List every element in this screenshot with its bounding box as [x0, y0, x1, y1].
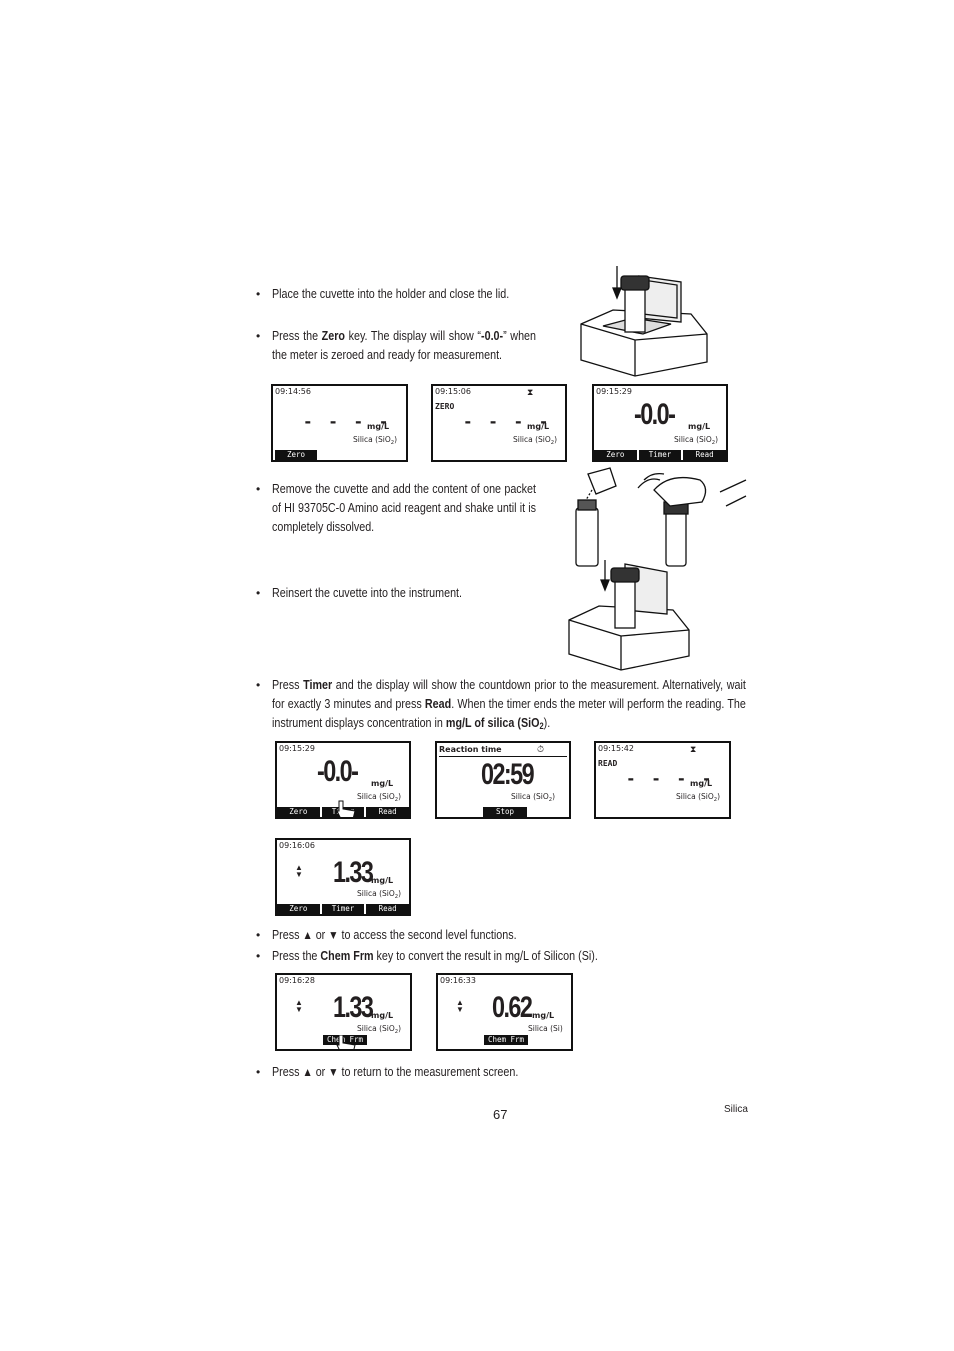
meter-reinsert-cuvette-illustration [568, 560, 690, 671]
zero-softkey[interactable]: Zero [277, 904, 320, 914]
step-reinsert-cuvette: Reinsert the cuvette into the instrument… [272, 586, 463, 600]
up-arrow-icon: ▲ [302, 1065, 313, 1079]
lcd-unit: mg/L [688, 422, 711, 431]
lcd-unit: mg/L [532, 1011, 555, 1020]
lcd-parameter: Silica (Si) [528, 1024, 563, 1033]
lcd-dashes: - - - - [463, 412, 552, 431]
lcd-time: 09:16:06 [279, 841, 315, 850]
lcd-unit: mg/L [690, 779, 713, 788]
lcd-parameter: Silica (SiO2) [513, 435, 558, 446]
lcd-time: 09:16:28 [279, 976, 315, 985]
bullet: • [256, 949, 261, 963]
lcd-display-9: 09:16:33 ▲▼ 0.62 mg/L Silica (Si) Chem F… [436, 973, 573, 1051]
hourglass-icon: ⧗ [527, 387, 534, 397]
up-arrow-icon: ▲ [302, 928, 313, 942]
up-down-arrows-icon: ▲▼ [456, 998, 464, 1014]
lcd-dashes: - - - - [626, 769, 715, 788]
read-softkey[interactable]: Read [366, 904, 409, 914]
page-number: 67 [493, 1107, 508, 1122]
lcd-parameter: Silica (SiO2) [676, 792, 721, 803]
meter-insert-cuvette-illustration [580, 266, 708, 377]
lcd-divider [439, 756, 567, 757]
step-place-cuvette: Place the cuvette into the holder and cl… [272, 287, 510, 301]
lcd-display-7: 09:16:06 ▲▼ 1.33 mg/L Silica (SiO2) Zero… [275, 838, 411, 916]
pointing-hand-icon [336, 800, 356, 817]
timer-softkey[interactable]: Timer [638, 450, 682, 460]
step-press-timer: Press Timer and the display will show th… [272, 678, 746, 731]
step-second-level: Press ▲ or ▼ to access the second level … [272, 928, 517, 942]
down-arrow-icon: ▼ [328, 928, 339, 942]
lcd-unit: mg/L [367, 422, 390, 431]
lcd-reading: -0.0- [317, 755, 359, 788]
stop-softkey[interactable]: Stop [483, 807, 527, 817]
lcd-status-label: ZERO [435, 402, 455, 411]
lcd-display-2: 09:15:06 ⧗ ZERO - - - - mg/L Silica (SiO… [431, 384, 567, 462]
softkey-bar: Zero Timer Read [594, 450, 726, 460]
timer-softkey[interactable]: Timer [321, 904, 365, 914]
step-press-zero: Press the Zero key. The display will sho… [272, 329, 537, 362]
zero-softkey[interactable]: Zero [594, 450, 637, 460]
lcd-display-4: 09:15:29 -0.0- mg/L Silica (SiO2) Zero T… [275, 741, 411, 819]
lcd-time: 09:15:42 [598, 744, 634, 753]
step-return: Press ▲ or ▼ to return to the measuremen… [272, 1065, 519, 1079]
zero-softkey[interactable]: Zero [275, 450, 317, 460]
read-softkey[interactable]: Read [683, 450, 726, 460]
lcd-reading: 1.33 [333, 991, 374, 1024]
lcd-time: 09:16:33 [440, 976, 476, 985]
lcd-display-3: 09:15:29 -0.0- mg/L Silica (SiO2) Zero T… [592, 384, 728, 462]
zero-softkey[interactable]: Zero [277, 807, 320, 817]
lcd-time: 09:14:56 [275, 387, 311, 396]
stopwatch-icon: ⏱ [537, 744, 545, 754]
lcd-parameter: Silica (SiO2) [511, 792, 556, 803]
step-chem-frm: Press the Chem Frm key to convert the re… [272, 949, 598, 963]
lcd-unit: mg/L [371, 779, 394, 788]
chem-frm-softkey[interactable]: Chem Frm [484, 1035, 528, 1045]
lcd-status-label: READ [598, 759, 618, 768]
lcd-parameter: Silica (SiO2) [357, 1024, 402, 1035]
hourglass-icon: ⧗ [690, 744, 697, 754]
bullet: • [256, 586, 261, 600]
down-arrow-icon: ▼ [328, 1065, 339, 1079]
lcd-parameter: Silica (SiO2) [674, 435, 719, 446]
lcd-dashes: - - - - [303, 412, 392, 431]
lcd-parameter: Silica (SiO2) [353, 435, 398, 446]
lcd-parameter: Silica (SiO2) [357, 889, 402, 900]
up-down-arrows-icon: ▲▼ [295, 863, 303, 879]
lcd-reading: -0.0- [634, 398, 676, 431]
bullet: • [256, 482, 261, 496]
lcd-status-label: Reaction time [439, 745, 502, 754]
bullet: • [256, 928, 261, 942]
lcd-reading: 0.62 [492, 991, 533, 1024]
bullet: • [256, 329, 261, 343]
chem-frm-softkey[interactable]: Chem Frm [323, 1035, 367, 1045]
lcd-countdown: 02:59 [481, 758, 535, 791]
lcd-unit: mg/L [371, 876, 394, 885]
softkey-bar: Zero Timer Read [277, 904, 409, 914]
section-name: Silica [724, 1104, 748, 1115]
lcd-reading: 1.33 [333, 856, 374, 889]
lcd-display-1: 09:14:56 - - - - mg/L Silica (SiO2) Zero [271, 384, 408, 462]
lcd-time: 09:15:29 [596, 387, 632, 396]
bullet: • [256, 287, 261, 301]
pointing-hand-icon [336, 1035, 356, 1049]
lcd-display-8: 09:16:28 ▲▼ 1.33 mg/L Silica (SiO2) Chem… [275, 973, 412, 1051]
add-reagent-shake-illustration [575, 467, 747, 567]
lcd-unit: mg/L [527, 422, 550, 431]
bullet: • [256, 678, 261, 692]
read-softkey[interactable]: Read [366, 807, 409, 817]
lcd-unit: mg/L [371, 1011, 394, 1020]
bullet: • [256, 1065, 261, 1079]
lcd-time: 09:15:29 [279, 744, 315, 753]
lcd-display-5: Reaction time ⏱ 02:59 Silica (SiO2) Stop [435, 741, 571, 819]
lcd-time: 09:15:06 [435, 387, 471, 396]
lcd-display-6: 09:15:42 ⧗ READ - - - - mg/L Silica (SiO… [594, 741, 731, 819]
step-add-reagent: Remove the cuvette and add the content o… [272, 482, 537, 534]
up-down-arrows-icon: ▲▼ [295, 998, 303, 1014]
lcd-parameter: Silica (SiO2) [357, 792, 402, 803]
